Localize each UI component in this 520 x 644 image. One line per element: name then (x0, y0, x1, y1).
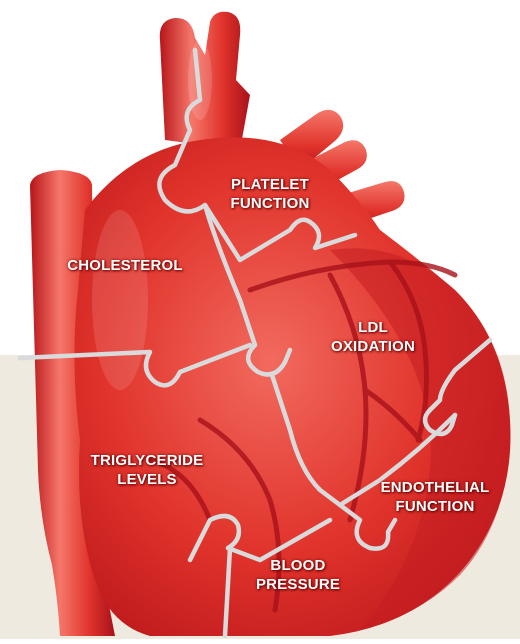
label-platelet-function: PLATELET FUNCTION (218, 175, 322, 213)
label-ldl-oxidation: LDL OXIDATION (318, 318, 428, 356)
label-blood-pressure: BLOOD PRESSURE (246, 556, 350, 594)
highlight-left (92, 210, 148, 390)
label-triglyceride-levels: TRIGLYCERIDE LEVELS (72, 451, 222, 489)
label-cholesterol: CHOLESTEROL (50, 256, 200, 275)
label-endothelial-function: ENDOTHELIAL FUNCTION (367, 478, 503, 516)
